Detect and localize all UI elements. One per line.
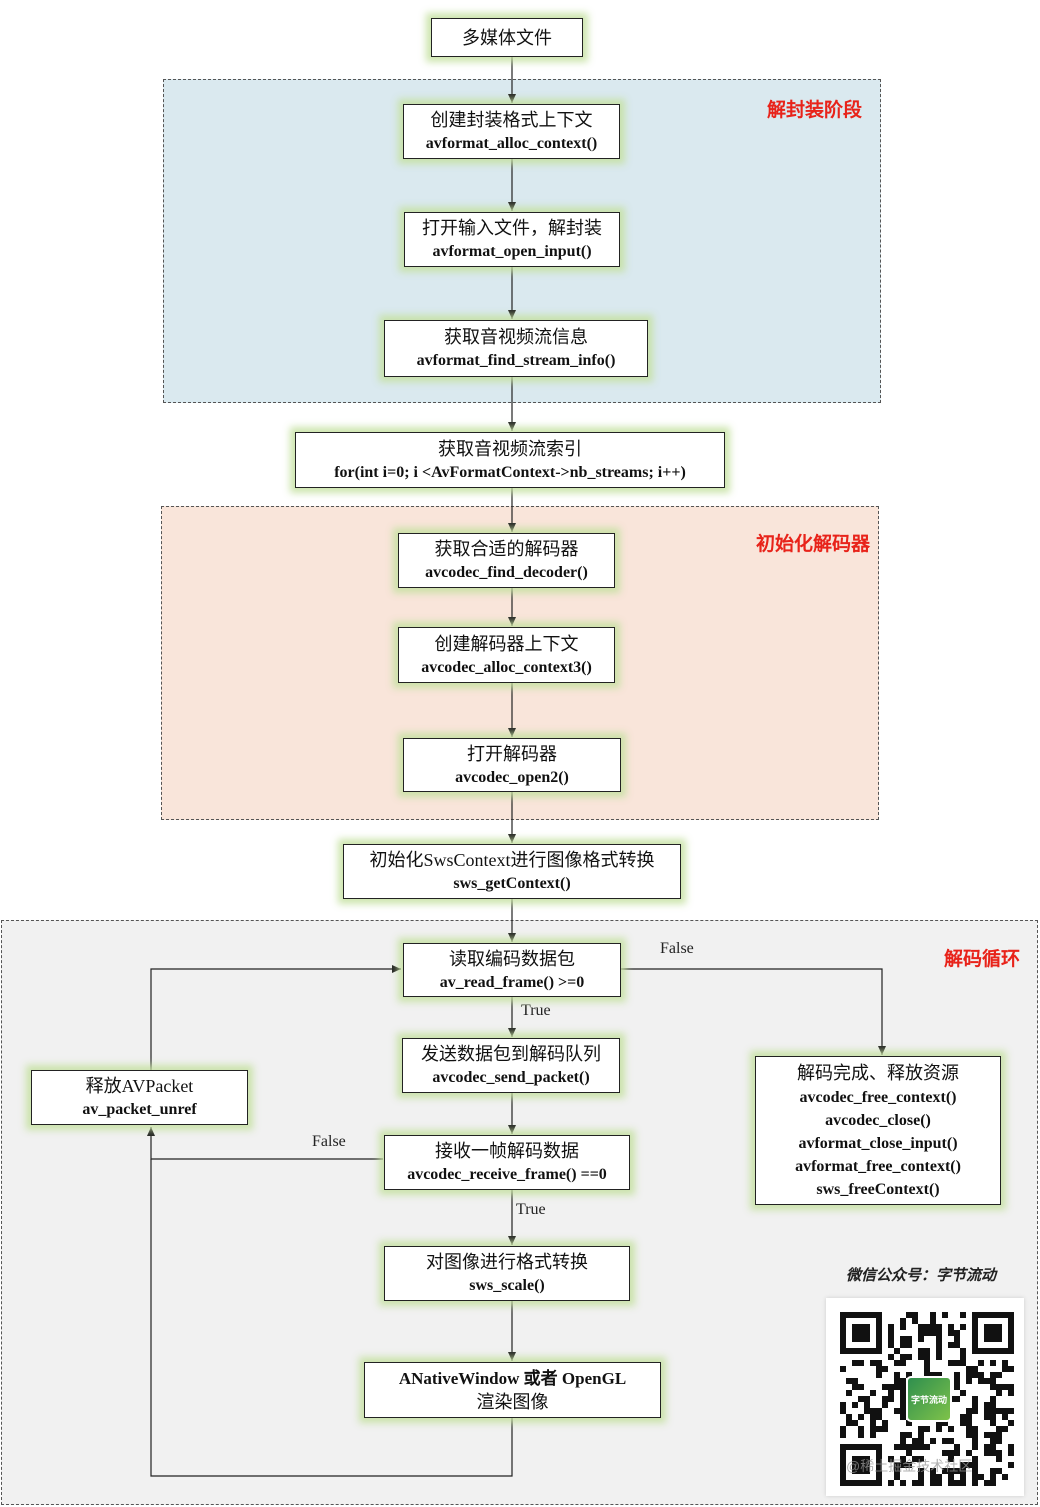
node-render-title: 渲染图像	[476, 1391, 549, 1412]
read-false-label: False	[660, 940, 694, 957]
node-find-stream-info: 获取音视频流信息 avformat_find_stream_info()	[384, 320, 648, 377]
node-alloc-context: 创建封装格式上下文 avformat_alloc_context()	[403, 104, 620, 159]
demux-stage-label: 解封装阶段	[767, 100, 863, 121]
node-stream-index: 获取音视频流索引 for(int i=0; i <AvFormatContext…	[295, 432, 725, 488]
qr-overlay-text: @稀土掘金技术社区	[846, 1458, 973, 1474]
node-find-decoder-title: 获取合适的解码器	[434, 539, 579, 559]
node-packet-unref-func: av_packet_unref	[82, 1101, 197, 1118]
node-find-stream-info-title: 获取音视频流信息	[444, 327, 588, 347]
node-open-decoder-func: avcodec_open2()	[455, 768, 569, 786]
read-true-label: True	[521, 1002, 551, 1019]
node-receive-frame: 接收一帧解码数据 avcodec_receive_frame() ==0	[384, 1135, 630, 1190]
node-release-line: sws_freeContext()	[816, 1180, 940, 1198]
receive-true-label: True	[516, 1201, 546, 1218]
node-release-title: 解码完成、释放资源	[797, 1062, 959, 1083]
node-alloc-codec-context-func: avcodec_alloc_context3()	[421, 658, 592, 676]
node-sws-scale-func: sws_scale()	[469, 1277, 545, 1294]
node-send-packet-func: avcodec_send_packet()	[432, 1069, 590, 1086]
edge-render-loop-back	[150, 1159, 513, 1477]
wechat-caption: 微信公众号：字节流动	[846, 1268, 997, 1284]
node-sws-scale: 对图像进行格式转换 sws_scale()	[384, 1246, 630, 1301]
edge-unref-to-read	[150, 965, 401, 1070]
node-find-stream-info-func: avformat_find_stream_info()	[416, 352, 616, 369]
node-receive-frame-func: avcodec_receive_frame() ==0	[407, 1166, 607, 1183]
node-sws-context-func: sws_getContext()	[453, 875, 571, 892]
node-open-input: 打开输入文件，解封装 avformat_open_input()	[404, 212, 620, 267]
node-sws-context-title: 初始化SwsContext进行图像格式转换	[369, 850, 655, 870]
qr-logo: 字节流动	[906, 1376, 952, 1422]
node-sws-context: 初始化SwsContext进行图像格式转换 sws_getContext()	[343, 844, 681, 899]
node-release-line: avformat_free_context()	[795, 1157, 961, 1175]
node-read-frame-title: 读取编码数据包	[449, 948, 575, 969]
node-open-input-func: avformat_open_input()	[432, 243, 592, 260]
node-stream-index-title: 获取音视频流索引	[438, 438, 582, 459]
edge-read-false-to-release	[621, 968, 886, 1055]
node-render: ANativeWindow 或者 OpenGL 渲染图像	[364, 1362, 661, 1418]
node-find-decoder-func: avcodec_find_decoder()	[425, 564, 588, 581]
node-open-decoder-title: 打开解码器	[467, 743, 557, 764]
node-read-frame-func: av_read_frame() >=0	[439, 973, 585, 991]
qr-code: 字节流动 @稀土掘金技术社区	[826, 1298, 1024, 1496]
node-receive-frame-title: 接收一帧解码数据	[435, 1141, 579, 1161]
node-alloc-context-title: 创建封装格式上下文	[430, 110, 593, 130]
node-send-packet: 发送数据包到解码队列 avcodec_send_packet()	[402, 1038, 620, 1093]
decode-loop-label: 解码循环	[944, 949, 1021, 970]
edge-receive-false-to-unref	[147, 1127, 383, 1160]
node-open-decoder: 打开解码器 avcodec_open2()	[403, 738, 621, 792]
node-alloc-codec-context: 创建解码器上下文 avcodec_alloc_context3()	[398, 627, 615, 683]
node-alloc-codec-context-title: 创建解码器上下文	[434, 633, 579, 654]
node-read-frame: 读取编码数据包 av_read_frame() >=0	[403, 943, 621, 997]
node-open-input-title: 打开输入文件，解封装	[422, 218, 602, 238]
node-media-file-text: 多媒体文件	[462, 27, 552, 48]
node-send-packet-title: 发送数据包到解码队列	[421, 1044, 601, 1064]
node-packet-unref: 释放AVPacket av_packet_unref	[31, 1070, 248, 1125]
node-media-file: 多媒体文件	[431, 18, 583, 57]
node-release-line: avformat_close_input()	[798, 1134, 958, 1152]
node-find-decoder: 获取合适的解码器 avcodec_find_decoder()	[398, 533, 615, 588]
receive-false-label: False	[312, 1133, 346, 1150]
node-release-line: avcodec_free_context()	[799, 1088, 957, 1106]
init-decoder-label: 初始化解码器	[756, 534, 871, 555]
node-render-api: ANativeWindow 或者 OpenGL	[398, 1368, 627, 1388]
qr-code-pattern	[840, 1312, 1014, 1486]
node-packet-unref-title: 释放AVPacket	[85, 1076, 194, 1096]
qr-logo-text: 字节流动	[910, 1394, 947, 1405]
node-release-resources: 解码完成、释放资源 avcodec_free_context() avcodec…	[755, 1056, 1001, 1205]
node-stream-index-code: for(int i=0; i <AvFormatContext->nb_stre…	[334, 463, 686, 481]
node-sws-scale-title: 对图像进行格式转换	[426, 1252, 588, 1272]
node-release-line: avcodec_close()	[825, 1111, 931, 1129]
node-alloc-context-func: avformat_alloc_context()	[425, 135, 598, 152]
